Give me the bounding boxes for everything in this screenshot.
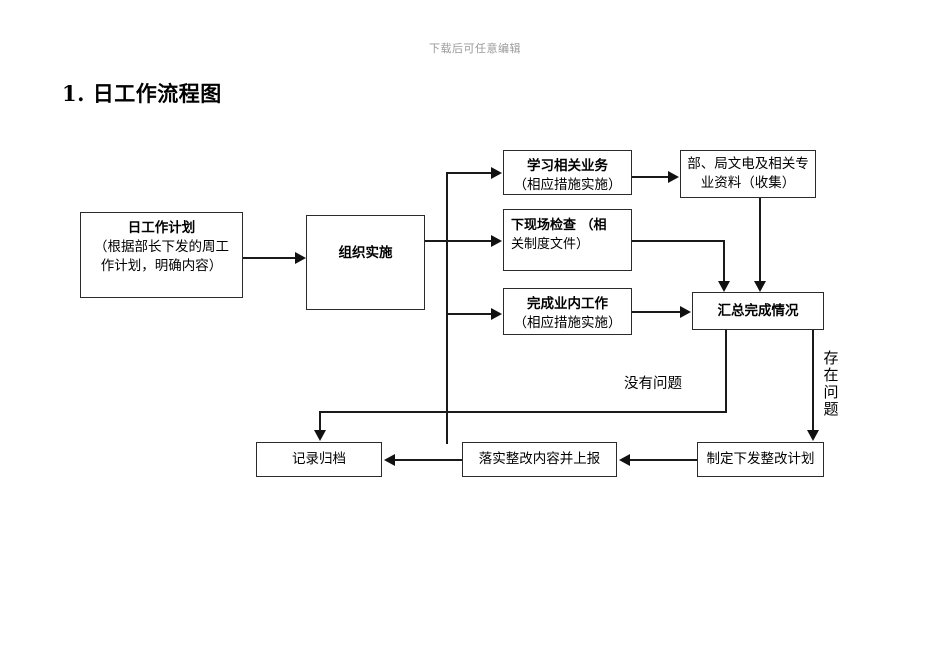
node-title: 下现场检查 （相 bbox=[511, 218, 607, 233]
node-subtitle-line1: （根据部长下发的周工 bbox=[94, 239, 229, 255]
arrowhead-collect-to-summary bbox=[754, 281, 766, 292]
edge-internal-to-summary bbox=[632, 311, 680, 313]
node-record-archive[interactable]: 记录归档 bbox=[256, 442, 382, 477]
node-title: 落实整改内容并上报 bbox=[478, 451, 601, 467]
node-title: 制定下发整改计划 bbox=[706, 451, 815, 467]
node-subtitle: （相应措施实施） bbox=[513, 315, 622, 331]
edge-bus-to-internal bbox=[446, 313, 491, 315]
node-study-related-business[interactable]: 学习相关业务 （相应措施实施） bbox=[503, 150, 632, 195]
node-organize-implementation[interactable]: 组织实施 bbox=[306, 215, 425, 310]
edge-organize-bus bbox=[446, 172, 448, 444]
node-title: 完成业内工作 bbox=[527, 296, 608, 312]
page-title: 1. 日工作流程图 bbox=[62, 81, 222, 106]
edge-label-has-problem: 存在问题 bbox=[823, 349, 839, 418]
arrowhead-bus-to-study bbox=[491, 167, 502, 179]
edge-collect-to-summary bbox=[759, 198, 761, 281]
edge-summary-down bbox=[725, 330, 727, 412]
arrowhead-rectify-to-implement bbox=[619, 454, 630, 466]
arrowhead-bus-to-inspect bbox=[491, 235, 502, 247]
edge-summary-to-rectify bbox=[812, 330, 814, 430]
arrowhead-bus-to-internal bbox=[491, 308, 502, 320]
edge-bus-to-inspect bbox=[446, 240, 491, 242]
node-title: 日工作计划 bbox=[127, 220, 196, 236]
edge-organize-out bbox=[425, 240, 447, 242]
node-collect-documents[interactable]: 部、局文电及相关专 业资料（收集） bbox=[680, 150, 816, 198]
edge-inspect-down bbox=[723, 240, 725, 281]
edge-down-to-archive bbox=[319, 411, 321, 430]
node-summarize-completion[interactable]: 汇总完成情况 bbox=[692, 292, 824, 330]
node-title: 学习相关业务 bbox=[527, 158, 608, 174]
edge-study-to-collect bbox=[632, 176, 668, 178]
node-issue-rectification-plan[interactable]: 制定下发整改计划 bbox=[697, 442, 824, 477]
document-header-note: 下载后可任意编辑 bbox=[429, 42, 521, 55]
node-subtitle-line2: 作计划，明确内容） bbox=[100, 258, 223, 274]
edge-summary-left bbox=[319, 411, 727, 413]
node-daily-work-plan[interactable]: 日工作计划 （根据部长下发的周工 作计划，明确内容） bbox=[80, 212, 243, 298]
arrowhead-study-to-collect bbox=[668, 171, 679, 183]
arrowhead-summary-to-rectify bbox=[807, 430, 819, 441]
edge-plan-to-organize bbox=[243, 257, 295, 259]
node-title-line1: 部、局文电及相关专 bbox=[687, 156, 809, 172]
edge-label-no-problem: 没有问题 bbox=[624, 376, 682, 392]
arrowhead-inspect-to-summary bbox=[718, 281, 730, 292]
node-title: 记录归档 bbox=[292, 451, 346, 467]
edge-rectify-to-implement bbox=[630, 459, 697, 461]
node-title-line2: 业资料（收集） bbox=[700, 175, 796, 191]
edge-implement-to-archive bbox=[395, 459, 462, 461]
arrowhead-internal-to-summary bbox=[680, 306, 691, 318]
node-subtitle: （相应措施实施） bbox=[513, 177, 622, 193]
edge-inspect-out bbox=[632, 240, 725, 242]
edge-bus-to-study bbox=[446, 172, 491, 174]
arrowhead-implement-to-archive bbox=[384, 454, 395, 466]
node-implement-and-report[interactable]: 落实整改内容并上报 bbox=[462, 442, 617, 477]
node-complete-internal-work[interactable]: 完成业内工作 （相应措施实施） bbox=[503, 288, 632, 335]
node-title: 汇总完成情况 bbox=[717, 302, 799, 319]
node-title: 组织实施 bbox=[338, 245, 393, 261]
node-onsite-inspection[interactable]: 下现场检查 （相 关制度文件） bbox=[503, 209, 632, 271]
arrowhead-plan-to-organize bbox=[295, 252, 306, 264]
node-subtitle: 关制度文件） bbox=[511, 237, 590, 252]
arrowhead-summary-to-archive bbox=[314, 430, 326, 441]
